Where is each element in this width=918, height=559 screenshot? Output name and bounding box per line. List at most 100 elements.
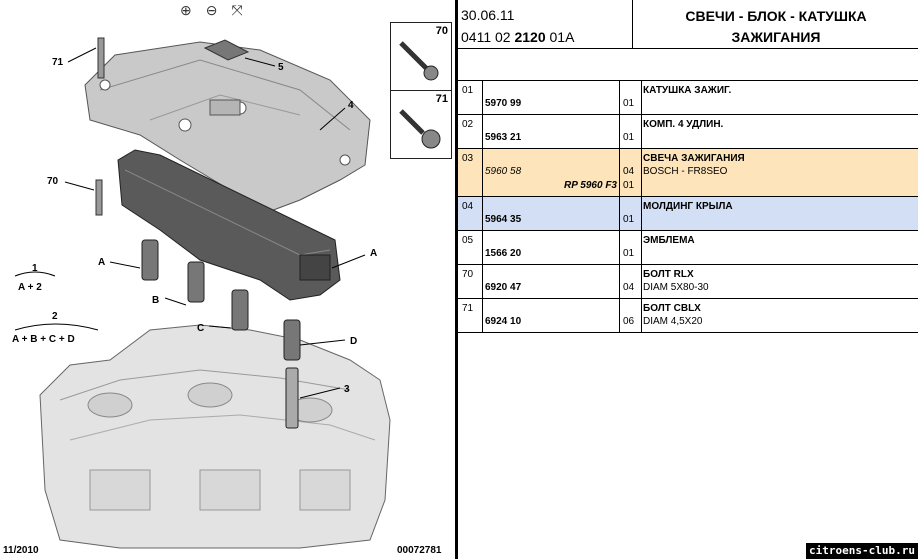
bolt-legend: 70 71: [390, 22, 452, 159]
label-A-right: A: [370, 248, 377, 259]
name-text: КОМП. 4 УДЛИН.: [643, 119, 724, 130]
diagram-panel: ⊕ ⊖ ⤧: [0, 0, 455, 559]
pos-text: 05: [462, 235, 474, 246]
label-71: 71: [52, 57, 64, 68]
legend-num-70: 70: [435, 25, 448, 37]
bolt-icon: [399, 41, 439, 81]
name-cell: БОЛТ CBLX DIAM 4,5X20: [642, 299, 918, 332]
qty-cell: 01: [620, 81, 642, 114]
label-2: 2: [52, 311, 58, 322]
ref-cell: 5963 21: [483, 115, 620, 148]
diagram-number: 00072781: [397, 545, 442, 556]
name-text: СВЕЧА ЗАЖИГАНИЯ: [643, 153, 745, 164]
desc-text: DIAM 4,5X20: [643, 316, 703, 327]
zoom-toolbar: ⊕ ⊖ ⤧: [180, 2, 243, 18]
table-row[interactable]: 01 5970 99 01 КАТУШКА ЗАЖИГ.: [458, 81, 918, 115]
table-row[interactable]: 70 6920 47 04 БОЛТ RLX DIAM 5X80-30: [458, 265, 918, 299]
table-row[interactable]: 04 5964 35 01 МОЛДИНГ КРЫЛА: [458, 197, 918, 231]
ref-text: 6924 10: [485, 316, 522, 327]
label-B: B: [152, 295, 159, 306]
ref-text: 5963 21: [485, 132, 522, 143]
pos-cell: 04: [458, 197, 483, 230]
qty-cell: 01: [620, 115, 642, 148]
ref-cell: 5970 99: [483, 81, 620, 114]
zoom-in-icon[interactable]: ⊕: [180, 2, 192, 18]
title-line-2: ЗАЖИГАНИЯ: [731, 29, 821, 45]
name-text: КАТУШКА ЗАЖИГ.: [643, 85, 732, 96]
ref-cell: 5964 35: [483, 197, 620, 230]
header-separator: [458, 80, 918, 81]
table-row[interactable]: 05 1566 20 01 ЭМБЛЕМА: [458, 231, 918, 265]
pos-text: 03: [462, 153, 474, 164]
header-date: 30.06.11: [461, 7, 515, 23]
pos-text: 70: [462, 269, 474, 280]
table-row[interactable]: 03 5960 58 RP 5960 F3 04 01 СВЕЧА ЗАЖИГА…: [458, 149, 918, 197]
name-cell: БОЛТ RLX DIAM 5X80-30: [642, 265, 918, 298]
qty-text: 06: [623, 316, 635, 327]
label-D: D: [350, 336, 357, 347]
name-cell: КАТУШКА ЗАЖИГ.: [642, 81, 918, 114]
label-5: 5: [278, 62, 284, 73]
qty-text-2: 01: [623, 180, 635, 191]
panel-divider: [455, 0, 458, 559]
pan-icon[interactable]: ⤧: [231, 2, 243, 18]
name-cell: СВЕЧА ЗАЖИГАНИЯ BOSCH - FR8SEO: [642, 149, 918, 196]
legend-cell-71: 71: [391, 91, 451, 158]
qty-cell: 06: [620, 299, 642, 332]
page-title: СВЕЧИ - БЛОК - КАТУШКА ЗАЖИГАНИЯ: [634, 6, 918, 48]
code-pre: 0411 02: [461, 29, 515, 45]
qty-text: 04: [623, 282, 635, 293]
code-bold: 2120: [514, 29, 546, 45]
parts-diagram: 71 5 4 70 A A B C D 3 1 A + 2 2 A + B + …: [12, 37, 391, 549]
parts-header: 30.06.11 0411 02 2120 01A СВЕЧИ - БЛОК -…: [458, 0, 918, 49]
qty-cell: 04: [620, 265, 642, 298]
name-cell: КОМП. 4 УДЛИН.: [642, 115, 918, 148]
desc-text: DIAM 5X80-30: [643, 282, 709, 293]
qty-text: 04: [623, 166, 635, 177]
title-line-1: СВЕЧИ - БЛОК - КАТУШКА: [685, 8, 867, 24]
screw-icon: [399, 109, 441, 149]
ref-text: 5960 58: [485, 166, 522, 177]
name-text: БОЛТ RLX: [643, 269, 694, 280]
name-cell: ЭМБЛЕМА: [642, 231, 918, 264]
ref-cell: 1566 20: [483, 231, 620, 264]
pos-text: 04: [462, 201, 474, 212]
pos-cell: 02: [458, 115, 483, 148]
table-row[interactable]: 02 5963 21 01 КОМП. 4 УДЛИН.: [458, 115, 918, 149]
qty-text: 01: [623, 132, 635, 143]
ref-cell: 6924 10: [483, 299, 620, 332]
pos-cell: 03: [458, 149, 483, 196]
diagram-date: 11/2010: [3, 545, 39, 556]
legend-cell-70: 70: [391, 23, 451, 91]
header-code: 0411 02 2120 01A: [461, 29, 574, 45]
qty-text: 01: [623, 248, 635, 259]
zoom-out-icon[interactable]: ⊖: [205, 2, 218, 18]
header-divider: [632, 0, 633, 48]
name-text: ЭМБЛЕМА: [643, 235, 695, 246]
label-C: C: [197, 323, 204, 334]
desc-text: BOSCH - FR8SEO: [643, 166, 728, 177]
code-post: 01A: [545, 29, 575, 45]
qty-cell: 01: [620, 231, 642, 264]
pos-text: 02: [462, 119, 474, 130]
label-70: 70: [47, 176, 59, 187]
ref-text: 1566 20: [485, 248, 522, 259]
label-2-sub: A + B + C + D: [12, 334, 75, 345]
qty-cell: 01: [620, 197, 642, 230]
ref-cell: 5960 58 RP 5960 F3: [483, 149, 620, 196]
ref-text: 5964 35: [485, 214, 522, 225]
parts-table: 01 5970 99 01 КАТУШКА ЗАЖИГ. 02 5963 21 …: [458, 81, 918, 333]
qty-text: 01: [623, 98, 635, 109]
qty-cell: 04 01: [620, 149, 642, 196]
pos-cell: 70: [458, 265, 483, 298]
ref-text: 5970 99: [485, 98, 522, 109]
label-4: 4: [348, 100, 354, 111]
pos-cell: 71: [458, 299, 483, 332]
label-A-left: A: [98, 257, 105, 268]
parts-panel: 30.06.11 0411 02 2120 01A СВЕЧИ - БЛОК -…: [458, 0, 918, 559]
table-row[interactable]: 71 6924 10 06 БОЛТ CBLX DIAM 4,5X20: [458, 299, 918, 333]
site-watermark: citroens-club.ru: [806, 543, 918, 559]
label-1: 1: [32, 263, 38, 274]
pos-cell: 01: [458, 81, 483, 114]
ref-cell: 6920 47: [483, 265, 620, 298]
